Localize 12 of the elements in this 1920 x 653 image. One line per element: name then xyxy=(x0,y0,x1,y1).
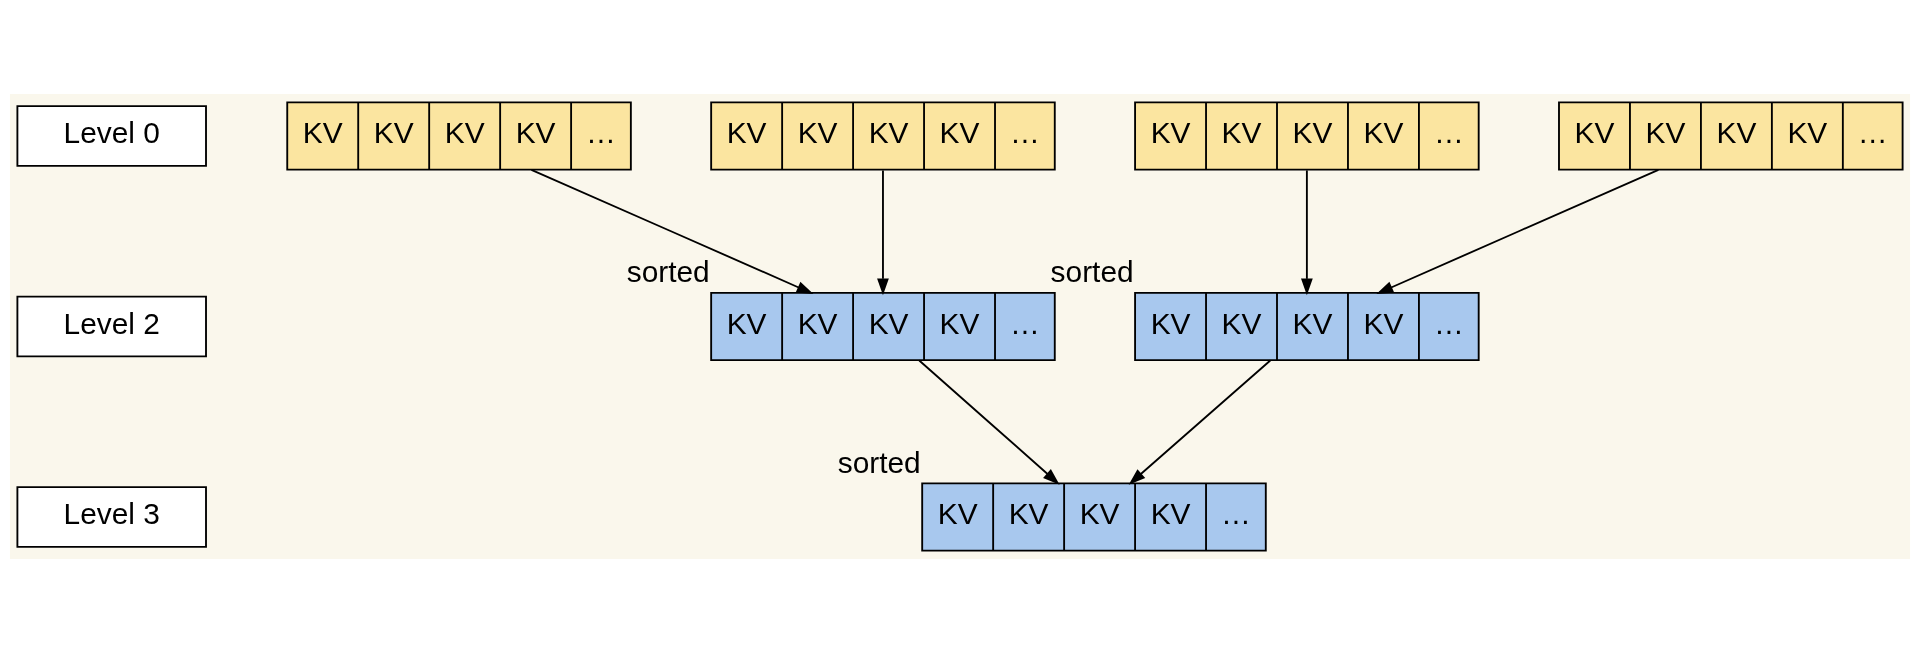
node-label: sorted xyxy=(1050,255,1134,289)
node-label: sorted xyxy=(626,255,710,289)
arrow xyxy=(918,359,1060,485)
arrow xyxy=(530,168,814,294)
arrow xyxy=(877,169,889,296)
arrow xyxy=(1128,359,1272,485)
arrow xyxy=(1376,168,1660,294)
node-box: Level 0 xyxy=(16,105,207,167)
node-box: Level 2 xyxy=(16,295,207,358)
arrow xyxy=(1301,169,1313,296)
node-box: Level 3 xyxy=(16,486,207,548)
node-label: sorted xyxy=(837,445,921,479)
